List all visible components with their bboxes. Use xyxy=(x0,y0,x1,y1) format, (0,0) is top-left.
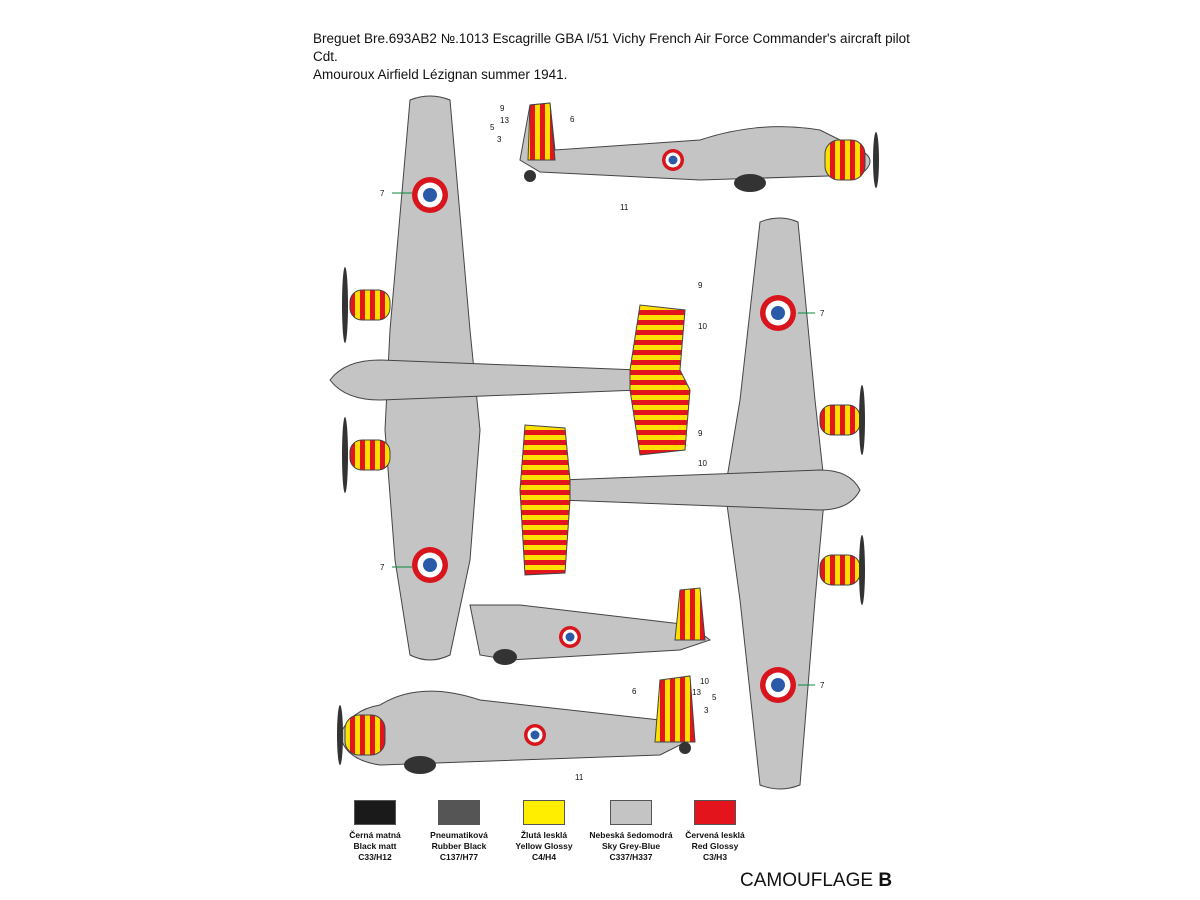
top-view: 7 7 9 10 xyxy=(329,95,707,661)
color-code: C137/H77 xyxy=(439,852,479,862)
camouflage-letter: B xyxy=(878,870,893,891)
color-swatch-sky-grey-blue: Nebeská šedomodrá Sky Grey-Blue C337/H33… xyxy=(576,800,686,863)
callout-6: 6 xyxy=(570,115,575,124)
callout-11: 11 xyxy=(620,203,629,212)
color-name-en: Sky Grey-Blue xyxy=(601,841,661,851)
color-name-en: Black matt xyxy=(353,841,397,851)
callout-7: 7 xyxy=(380,189,385,198)
swatch-box xyxy=(523,800,565,825)
color-name-en: Yellow Glossy xyxy=(515,841,573,851)
callout-3: 3 xyxy=(704,706,709,715)
color-name-cz: Žlutá lesklá xyxy=(520,830,568,840)
callout-13: 13 xyxy=(500,116,509,125)
color-name-cz: Nebeská šedomodrá xyxy=(589,830,673,840)
color-name-cz: Červená lesklá xyxy=(685,830,745,840)
title-line-1: Breguet Bre.693AB2 №.1013 Escagrille GBA… xyxy=(313,31,910,64)
color-name-cz: Pneumatiková xyxy=(430,830,488,840)
callout-9: 9 xyxy=(698,281,703,290)
side-view-bottom: 10 13 5 6 3 11 xyxy=(337,675,717,782)
callout-7: 7 xyxy=(820,681,825,690)
swatch-box xyxy=(610,800,652,825)
side-view-top: 9 13 5 3 6 11 xyxy=(490,102,879,212)
swatch-box xyxy=(438,800,480,825)
color-code: C4/H4 xyxy=(531,852,557,862)
callout-6: 6 xyxy=(632,687,637,696)
callout-7: 7 xyxy=(820,309,825,318)
color-legend: Černá matná Black matt C33/H12 Pneumatik… xyxy=(320,800,745,870)
callout-11: 11 xyxy=(575,773,584,782)
callout-5: 5 xyxy=(712,693,717,702)
tail-plane-striped xyxy=(519,424,571,576)
callout-13: 13 xyxy=(692,688,701,697)
color-swatch-yellow-glossy: Žlutá lesklá Yellow Glossy C4/H4 xyxy=(489,800,599,863)
color-swatch-red-glossy: Červená lesklá Red Glossy C3/H3 xyxy=(660,800,770,863)
color-name-en: Rubber Black xyxy=(431,841,487,851)
color-code: C33/H12 xyxy=(358,852,392,862)
title-line-2: Amouroux Airfield Lézignan summer 1941. xyxy=(313,67,568,82)
callout-9: 9 xyxy=(698,429,703,438)
callout-7: 7 xyxy=(380,563,385,572)
camouflage-label: CAMOUFLAGE B xyxy=(740,870,892,892)
callout-10: 10 xyxy=(698,322,707,331)
camouflage-text: CAMOUFLAGE xyxy=(740,870,874,891)
callout-5: 5 xyxy=(490,123,495,132)
callout-3: 3 xyxy=(497,135,502,144)
callout-9: 9 xyxy=(500,104,505,113)
color-name-en: Red Glossy xyxy=(691,841,739,851)
side-view-rear-section xyxy=(469,587,712,665)
swatch-box xyxy=(694,800,736,825)
tail-plane-striped xyxy=(629,304,691,456)
callout-10: 10 xyxy=(700,677,709,686)
color-code: C337/H337 xyxy=(609,852,653,862)
bottom-view: 7 7 9 10 xyxy=(519,217,865,790)
swatch-box xyxy=(354,800,396,825)
color-swatch-rubber-black: Pneumatiková Rubber Black C137/H77 xyxy=(404,800,514,863)
color-name-cz: Černá matná xyxy=(349,830,401,840)
color-swatch-black-matt: Černá matná Black matt C33/H12 xyxy=(320,800,430,863)
callout-10: 10 xyxy=(698,459,707,468)
color-code: C3/H3 xyxy=(702,852,728,862)
scheme-title: Breguet Bre.693AB2 №.1013 Escagrille GBA… xyxy=(313,30,913,84)
